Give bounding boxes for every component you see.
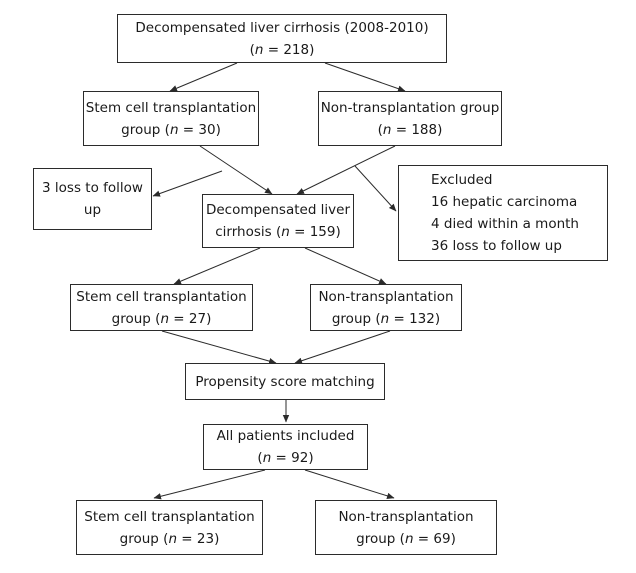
box-middle-title: Decompensated liver [205, 202, 351, 218]
box-non3-title: Non-transplantation [338, 508, 474, 525]
excluded-item-died: 4 died within a month [431, 216, 579, 232]
n-value: = 218 [263, 41, 310, 58]
n-symbol: n [262, 450, 272, 466]
box-non1-title: Non-transplantation group [320, 99, 500, 116]
n-symbol: n [169, 121, 179, 138]
box-stem2-count: group (n = 27) [111, 310, 212, 327]
box-excluded-title: Excluded [431, 172, 493, 188]
box-stem-cell-group-3: Stem cell transplantation group (n = 23) [76, 500, 263, 555]
box-total-cirrhosis: Decompensated liver cirrhosis (2008-2010… [117, 14, 447, 63]
connector-stem2-to-psm [161, 330, 277, 365]
box-stem3-title: Stem cell transplantation [84, 508, 255, 525]
connector-non2-to-psm [294, 330, 391, 364]
box-stem1-count: group (n = 30) [121, 121, 221, 138]
n-symbol: n [380, 310, 390, 327]
connector-top-to-non1 [324, 62, 406, 92]
box-psm-title: Propensity score matching [195, 373, 375, 390]
box-non-transplant-group-2: Non-transplantation group (n = 132) [310, 284, 462, 331]
connector-middle-to-non2 [304, 247, 387, 285]
box-loss-line2: up [83, 202, 102, 218]
box-non2-title: Non-transplantation [318, 288, 454, 305]
n-symbol: n [404, 530, 414, 547]
box-non2-count: group (n = 132) [331, 310, 441, 327]
box-loss-line1: 3 loss to follow [42, 180, 143, 196]
box-propensity-score-matching: Propensity score matching [185, 363, 385, 400]
box-loss-to-follow-up: 3 loss to follow up [33, 168, 152, 230]
connector-middle-to-stem2 [173, 247, 261, 285]
box-non3-count: group (n = 69) [356, 530, 456, 547]
connector-all-to-non3 [304, 469, 395, 499]
connector-stem1-to-loss [152, 170, 223, 197]
box-stem2-title: Stem cell transplantation [76, 288, 247, 305]
box-total-title: Decompensated liver cirrhosis (2008-2010… [135, 19, 429, 36]
box-stem-cell-group-2: Stem cell transplantation group (n = 27) [70, 284, 253, 331]
box-decompensated-cirrhosis-159: Decompensated liver cirrhosis (n = 159) [202, 194, 354, 248]
excluded-item-hepatic-carcinoma: 16 hepatic carcinoma [431, 194, 578, 210]
n-symbol: n [168, 530, 177, 547]
n-symbol: n [281, 224, 290, 240]
box-all-count: (n = 92) [257, 450, 314, 466]
connector-non1-to-middle [296, 145, 396, 195]
n-symbol: n [160, 310, 169, 327]
box-all-patients-included: All patients included (n = 92) [203, 424, 368, 470]
box-stem-cell-group-1: Stem cell transplantation group (n = 30) [83, 91, 259, 146]
connector-all-to-stem3 [153, 469, 266, 500]
box-total-count: (n = 218) [249, 41, 315, 58]
box-non1-count: (n = 188) [377, 121, 443, 138]
box-non-transplant-group-1: Non-transplantation group (n = 188) [318, 91, 502, 146]
box-excluded: Excluded 16 hepatic carcinoma 4 died wit… [398, 165, 608, 261]
n-symbol: n [382, 121, 392, 138]
box-all-title: All patients included [216, 428, 355, 444]
box-stem3-count: group (n = 23) [119, 530, 220, 547]
box-middle-count: cirrhosis (n = 159) [215, 224, 341, 240]
connector-non1-to-excluded [354, 165, 397, 212]
box-stem1-title: Stem cell transplantation [85, 99, 257, 116]
n-symbol: n [254, 41, 264, 58]
connector-top-to-stem1 [169, 62, 238, 92]
excluded-item-loss: 36 loss to follow up [431, 238, 562, 254]
box-non-transplant-group-3: Non-transplantation group (n = 69) [315, 500, 497, 555]
connector-stem1-to-middle [199, 145, 273, 195]
